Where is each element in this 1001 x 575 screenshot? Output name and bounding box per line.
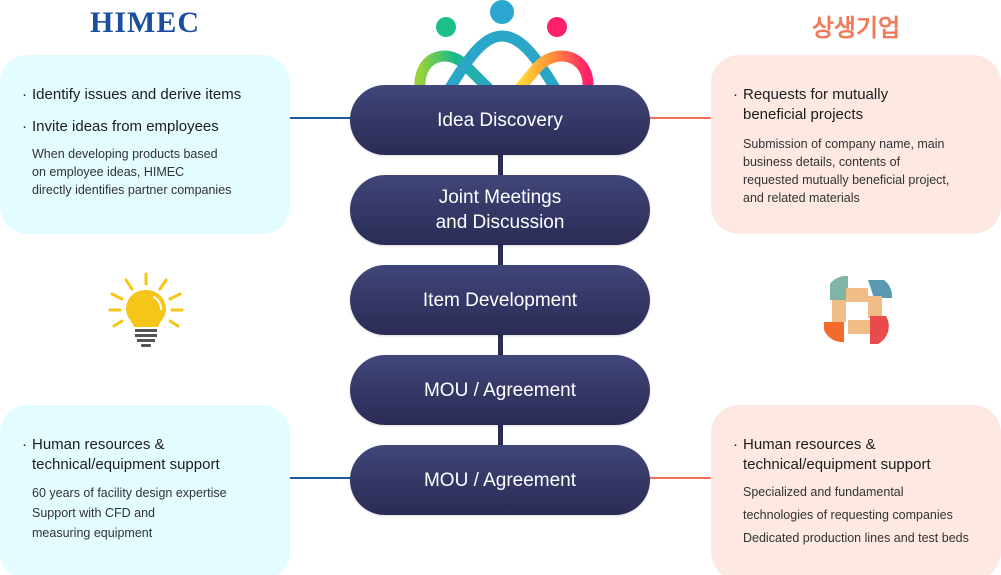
- connector-himec-top: [290, 117, 352, 119]
- himec-support-description: 60 years of facility design expertise Su…: [32, 486, 227, 540]
- bullet: ·: [733, 86, 738, 103]
- heading-text: Invite ideas from employees: [32, 118, 219, 135]
- himec-idea-description: When developing products based on employ…: [32, 147, 232, 197]
- connector-partner-bottom: [648, 477, 711, 479]
- himec-title: HIMEC: [90, 6, 200, 39]
- bullet: ·: [22, 436, 27, 453]
- partner-heading-requests: · Requests for mutually beneficial proje…: [733, 85, 979, 125]
- himec-support-box: · Human resources & technical/equipment …: [0, 405, 290, 575]
- heading-text: Identify issues and derive items: [32, 86, 242, 103]
- himec-idea-box: · Identify issues and derive items · Inv…: [0, 55, 290, 234]
- step-mou-agreement-final: MOU / Agreement: [350, 445, 650, 515]
- step-item-development: Item Development: [350, 265, 650, 335]
- partner-support-description: Specialized and fundamental technologies…: [743, 485, 969, 545]
- step-joint-meetings: Joint Meetings and Discussion: [350, 175, 650, 245]
- collaboration-people-icon: [414, 0, 594, 88]
- connector-partner-top: [648, 117, 711, 119]
- heading-text: Requests for mutually beneficial project…: [743, 86, 889, 123]
- lightbulb-icon: [108, 272, 184, 347]
- himec-heading-invite: · Invite ideas from employees: [22, 117, 268, 137]
- partner-request-box: · Requests for mutually beneficial proje…: [711, 55, 1001, 234]
- heading-text: Human resources & technical/equipment su…: [743, 436, 931, 473]
- bullet: ·: [733, 436, 738, 453]
- joined-hands-icon: [824, 275, 893, 344]
- heading-text: Human resources & technical/equipment su…: [32, 436, 220, 473]
- step-idea-discovery: Idea Discovery: [350, 85, 650, 155]
- partner-heading-support: · Human resources & technical/equipment …: [733, 435, 979, 475]
- bullet: ·: [22, 86, 27, 103]
- himec-heading-support: · Human resources & technical/equipment …: [22, 435, 268, 475]
- connector-himec-bottom: [290, 477, 352, 479]
- bullet: ·: [22, 118, 27, 135]
- himec-heading-identify: · Identify issues and derive items: [22, 85, 268, 105]
- partner-support-box: · Human resources & technical/equipment …: [711, 405, 1001, 575]
- partner-companies-title: 상생기업: [811, 14, 901, 42]
- partner-request-description: Submission of company name, main busines…: [743, 137, 950, 205]
- step-mou-agreement: MOU / Agreement: [350, 355, 650, 425]
